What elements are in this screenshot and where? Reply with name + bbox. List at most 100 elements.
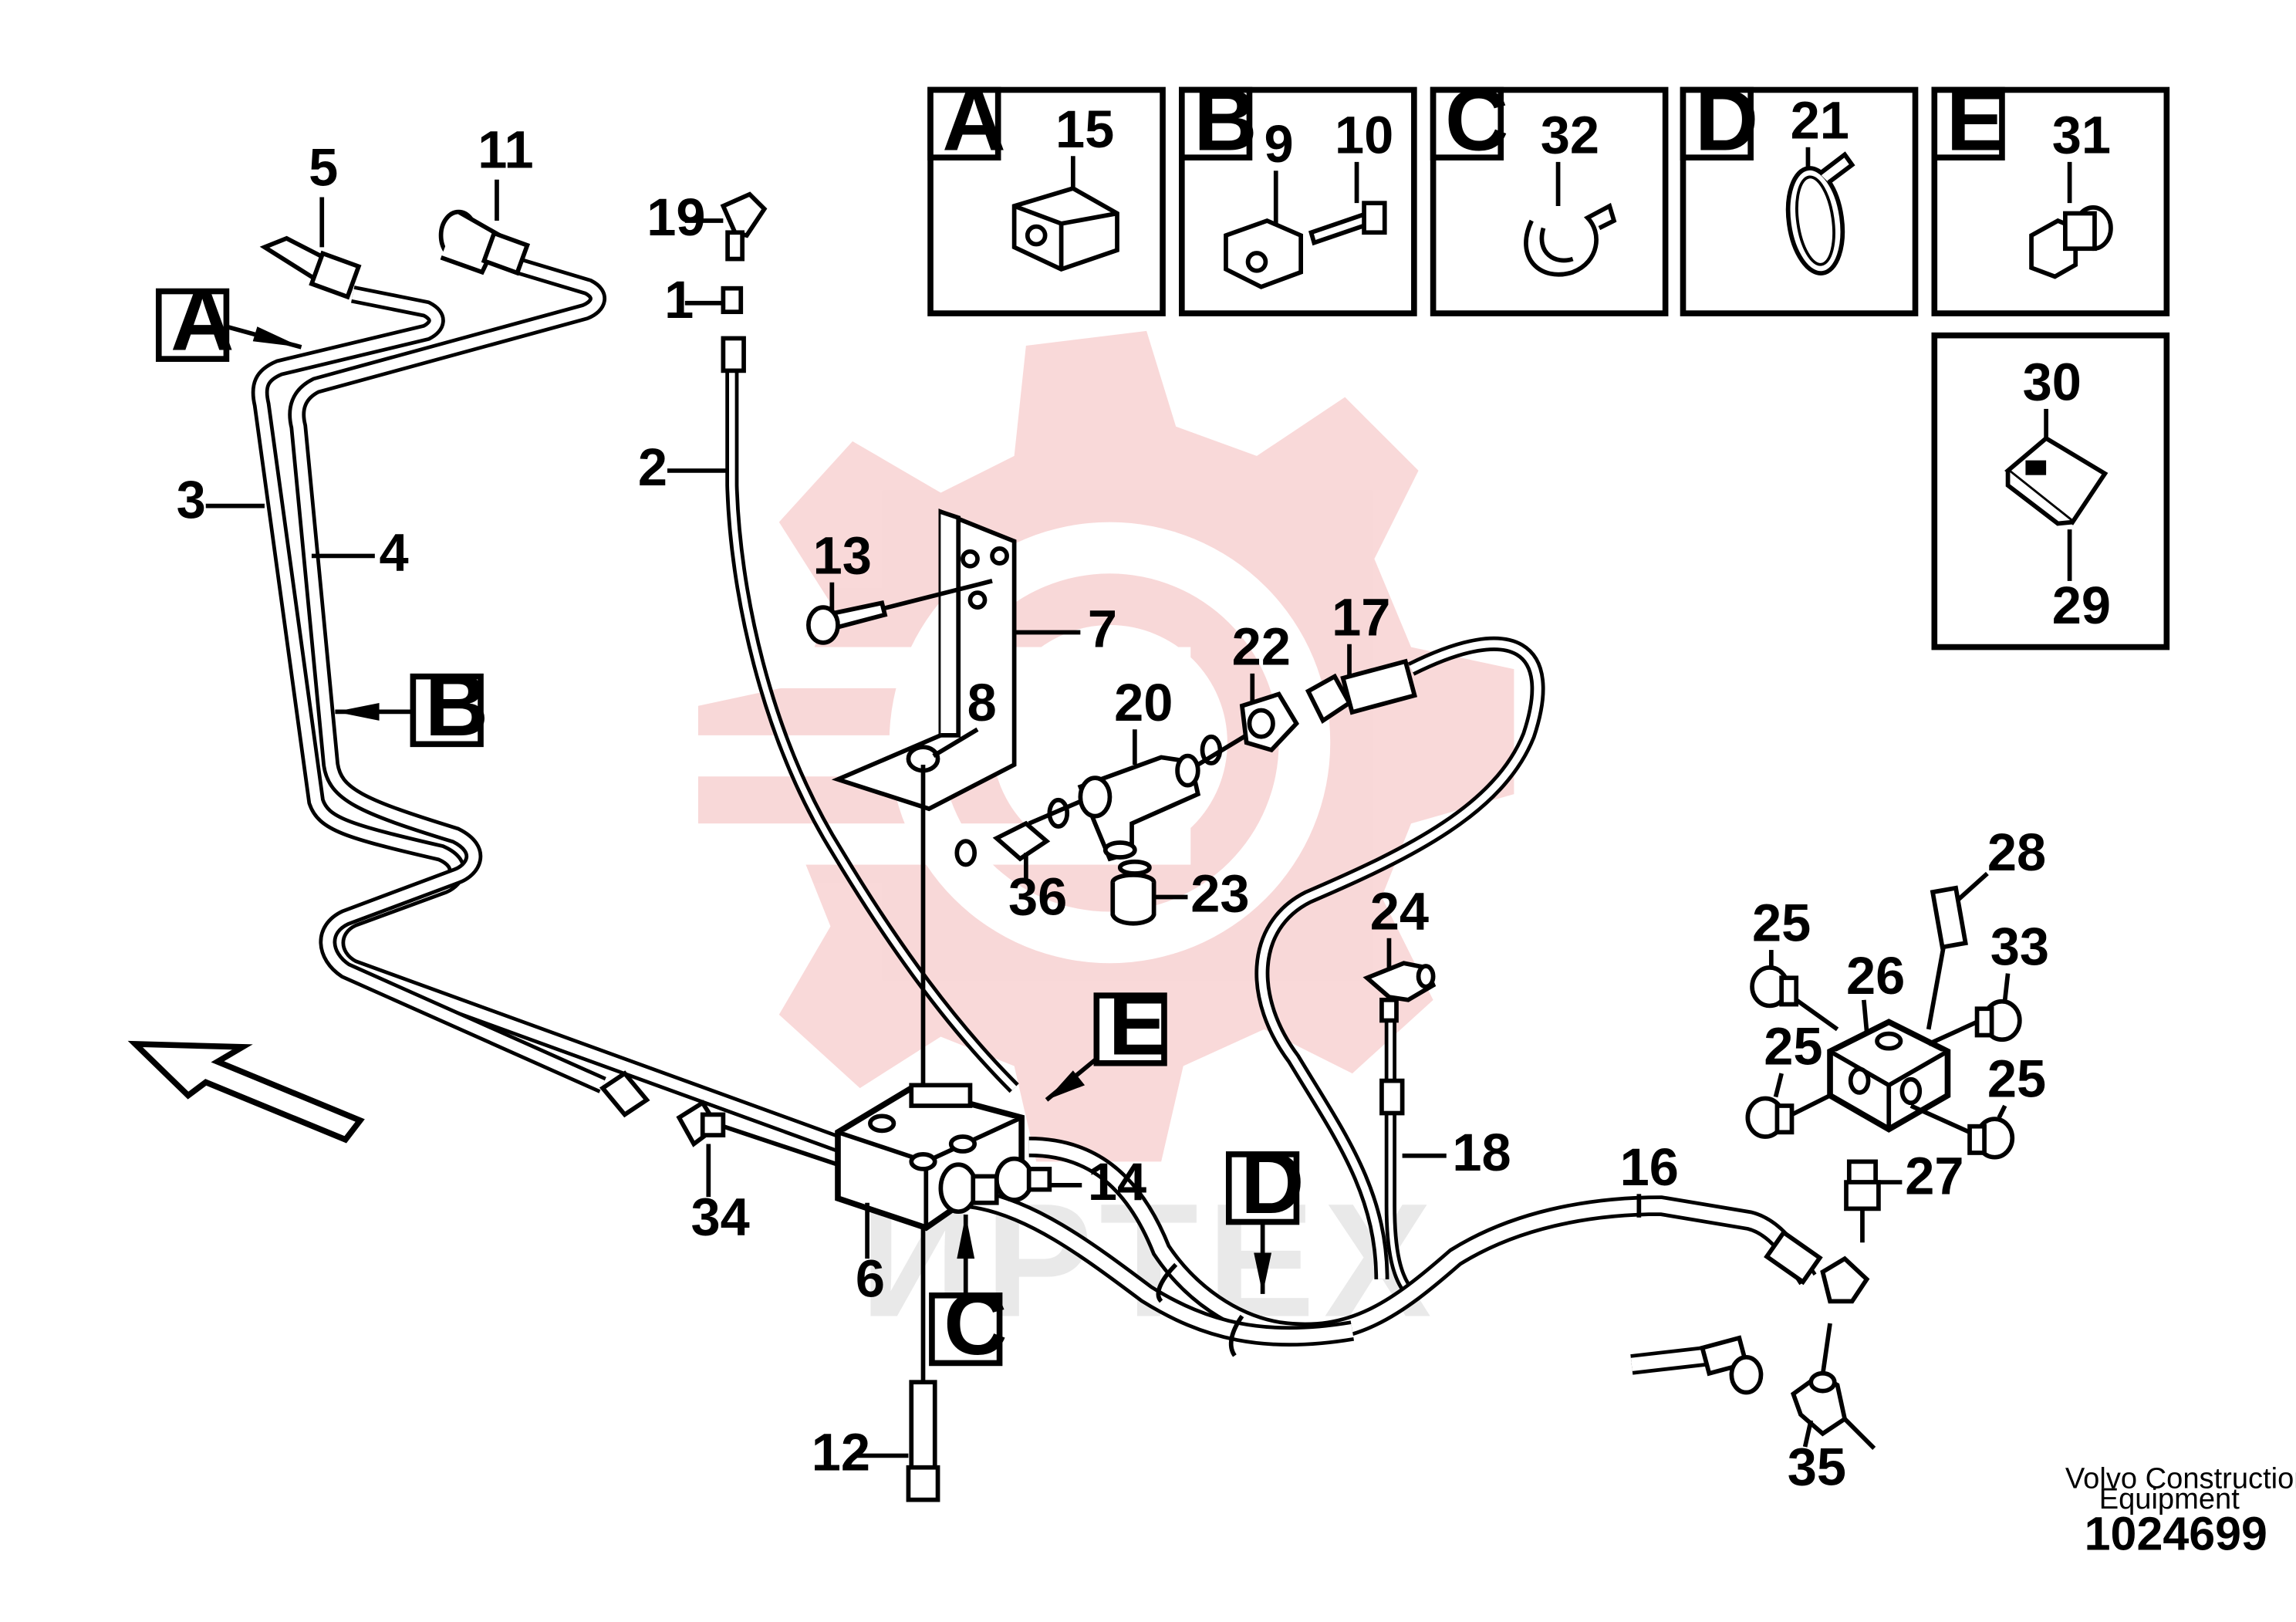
reference-c: C <box>929 1214 1008 1374</box>
callout-34: 34 <box>690 1188 749 1247</box>
callout-17: 17 <box>1332 587 1390 647</box>
callout-25-c: 25 <box>1987 1049 2046 1109</box>
callout-5: 5 <box>309 137 338 197</box>
svg-text:A: A <box>171 272 235 370</box>
cable-tie-icon <box>1785 151 1855 275</box>
hose-16 <box>968 1137 1817 1347</box>
fitting-24 <box>1362 961 1437 1023</box>
fitting-5 <box>259 235 362 300</box>
hose-2 <box>725 345 1019 1093</box>
callout-25-a: 25 <box>1752 894 1811 953</box>
adapter-36 <box>954 797 1070 867</box>
callout-12: 12 <box>812 1423 870 1482</box>
detail-box-b: B 9 10 <box>1179 72 1417 316</box>
callout-24: 24 <box>1370 881 1429 941</box>
fitting-17 <box>1305 658 1418 725</box>
elbow-fitting-16 <box>1764 1229 1870 1304</box>
block-26 <box>1827 1019 1978 1133</box>
svg-text:D: D <box>1241 1134 1305 1232</box>
callout-29: 29 <box>2052 576 2111 635</box>
reference-b: B <box>335 657 488 755</box>
detail-box-c: C 32 <box>1430 72 1669 316</box>
fitting-19 <box>720 191 768 262</box>
clamp-d <box>1156 1262 1178 1303</box>
callout-33: 33 <box>1990 917 2049 976</box>
callout-15: 15 <box>1055 100 1114 159</box>
callout-19: 19 <box>647 188 705 247</box>
svg-text:C: C <box>944 1276 1008 1374</box>
plug-25c <box>1909 1103 2015 1160</box>
reference-a: A <box>155 272 302 370</box>
detail-box-connector: 30 29 <box>1931 332 2170 650</box>
callout-26: 26 <box>1846 946 1905 1005</box>
bolt-13 <box>806 579 993 645</box>
callout-25-b: 25 <box>1764 1017 1822 1076</box>
callout-18: 18 <box>1452 1123 1511 1182</box>
hose-end-2 <box>721 336 746 373</box>
fitting-11 <box>438 209 531 276</box>
drawing-number: 1024699 <box>2085 1507 2267 1559</box>
union-34 <box>599 1070 839 1167</box>
fitting-27 <box>1844 1159 1881 1243</box>
callout-23: 23 <box>1190 864 1249 924</box>
clamp-d-2 <box>1228 1314 1244 1357</box>
valve-block-6 <box>835 1083 1025 1232</box>
detail-letter-b: B <box>1194 72 1258 170</box>
electrical-connector-icon <box>2004 435 2109 526</box>
callout-20: 20 <box>1114 673 1173 732</box>
callout-16: 16 <box>1620 1137 1679 1197</box>
callout-3: 3 <box>177 470 206 529</box>
hose-end-18 <box>1379 1078 1405 1116</box>
clamp-block-icon <box>1011 186 1119 272</box>
hose-17 <box>1254 636 1545 1279</box>
callout-8: 8 <box>967 673 997 732</box>
svg-text:B: B <box>425 657 489 755</box>
svg-text:E: E <box>1109 975 1167 1073</box>
p-clip-icon <box>1524 202 1617 277</box>
callout-28: 28 <box>1987 823 2046 882</box>
callout-14: 14 <box>1088 1152 1146 1211</box>
detail-letter-a: A <box>942 72 1006 170</box>
clamp-bolt-icon <box>1224 201 1387 289</box>
callout-22: 22 <box>1232 617 1291 676</box>
detail-letter-d: D <box>1695 72 1759 170</box>
plug-33 <box>1974 999 2022 1042</box>
callout-7: 7 <box>1088 600 1117 659</box>
detail-letter-c: C <box>1445 72 1509 170</box>
callout-10: 10 <box>1335 105 1393 164</box>
callout-13: 13 <box>813 525 872 585</box>
callout-35: 35 <box>1788 1438 1846 1497</box>
nut-23 <box>1110 873 1156 926</box>
callout-11: 11 <box>478 120 534 179</box>
detail-box-d: D 21 <box>1680 72 1919 316</box>
direction-arrow-icon <box>127 1040 365 1144</box>
callout-32: 32 <box>1541 105 1599 164</box>
fitting-1 <box>721 286 744 315</box>
callout-9: 9 <box>1264 114 1294 174</box>
seal-ring <box>1117 859 1152 876</box>
callout-2: 2 <box>638 438 667 497</box>
callout-6: 6 <box>856 1249 885 1309</box>
adapter-fitting-icon <box>2029 205 2113 279</box>
tee-20 <box>1028 753 1201 862</box>
brand-line-2: Equipment <box>2099 1483 2240 1516</box>
plug-25a <box>1750 965 1839 1032</box>
detail-letter-e: E <box>1947 72 2005 170</box>
bolt-28 <box>1926 885 1968 1030</box>
callout-4: 4 <box>380 522 409 582</box>
detail-box-a: A 15 <box>927 72 1166 316</box>
brand-line-1: Volvo Construction <box>2065 1462 2296 1495</box>
reference-e: E <box>1045 975 1167 1102</box>
callout-31: 31 <box>2052 105 2111 164</box>
callout-36: 36 <box>1008 867 1067 926</box>
callout-1: 1 <box>664 270 694 329</box>
plug-25b <box>1745 1093 1832 1139</box>
nut-22 <box>1197 691 1299 767</box>
tee-35 <box>1630 1323 1876 1450</box>
callout-21: 21 <box>1791 90 1849 150</box>
pipe-4 <box>288 256 606 1093</box>
bolt-12 <box>906 1380 940 1502</box>
adapter-block-side <box>938 1162 999 1215</box>
callout-30: 30 <box>2023 352 2082 411</box>
